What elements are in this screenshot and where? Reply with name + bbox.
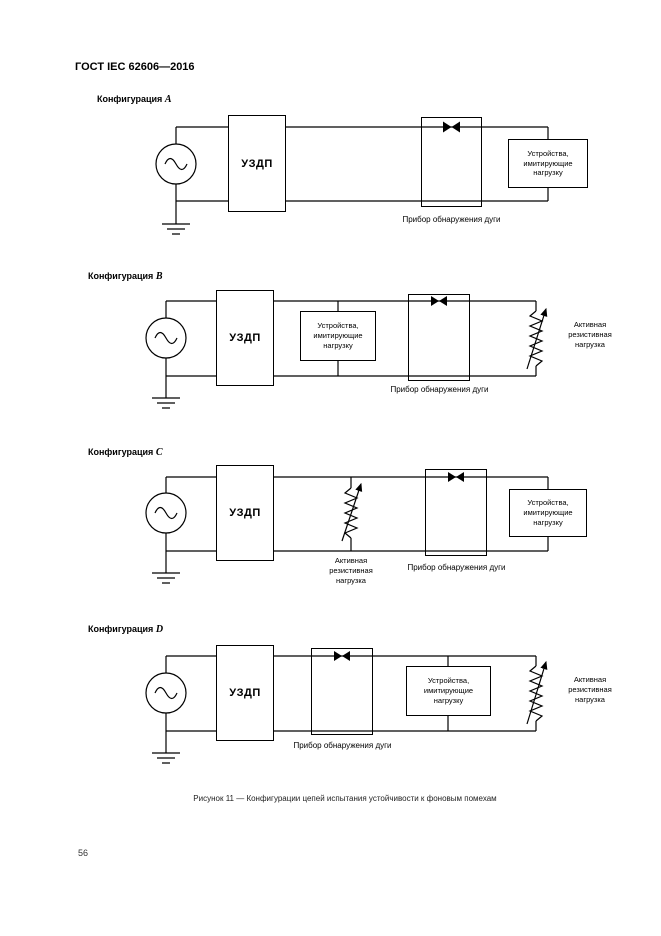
- uzdp-box: УЗДП: [228, 115, 286, 212]
- wires: [165, 476, 549, 552]
- arc-generator-icon: [448, 472, 464, 482]
- wires: [165, 655, 537, 732]
- arc-detector-frame: [311, 648, 373, 735]
- resistive-load-line: нагрузка: [575, 339, 605, 349]
- config-title-text: Конфигурация: [88, 624, 154, 634]
- resistive-load-line: резистивная: [568, 684, 612, 694]
- resistive-load-line: нагрузка: [336, 575, 366, 585]
- load-simulator-line: нагрузку: [533, 517, 563, 527]
- config-letter: B: [155, 271, 163, 282]
- uzdp-label: УЗДП: [241, 157, 273, 170]
- arc-generator-icon: [443, 121, 460, 133]
- load-simulator-line: нагрузку: [433, 695, 464, 705]
- arc-generator-icon: [334, 651, 350, 661]
- load-simulator-line: имитирующие: [523, 158, 573, 168]
- config-letter: D: [155, 624, 164, 635]
- load-simulator-line: Устройства,: [527, 498, 569, 508]
- resistive-load-line: Активная: [573, 675, 607, 684]
- config-b-circuit: [145, 296, 548, 409]
- ground-icon: [152, 551, 180, 584]
- load-simulator-box: Устройства, имитирующие нагрузку: [300, 311, 376, 361]
- ac-source-icon: [145, 492, 187, 534]
- load-simulator-box: Устройства, имитирующие нагрузку: [509, 489, 587, 537]
- load-simulator-line: Устройства,: [527, 148, 569, 158]
- arc-detector-label: Прибор обнаружения дуги: [407, 563, 506, 572]
- ground-icon: [162, 201, 190, 235]
- wires: [165, 300, 537, 377]
- arc-detector-label: Прибор обнаружения дуги: [402, 215, 501, 224]
- load-simulator-line: Устройства,: [317, 321, 359, 331]
- load-simulator-box: Устройства, имитирующие нагрузку: [406, 666, 491, 716]
- uzdp-label: УЗДП: [229, 687, 261, 699]
- config-c-circuit: [145, 472, 549, 584]
- arc-detector-frame: [425, 469, 487, 556]
- ground-icon: [152, 376, 180, 409]
- config-a-circuit: [155, 121, 549, 235]
- ground-icon: [152, 731, 180, 764]
- config-title-text: Конфигурация: [88, 447, 154, 457]
- load-simulator-line: Устройства,: [427, 676, 470, 686]
- uzdp-box: УЗДП: [216, 290, 274, 386]
- resistive-load-label: Активная резистивная нагрузка: [551, 320, 629, 349]
- figure-caption: Рисунок 11 — Конфигурации цепей испытани…: [193, 794, 497, 803]
- config-letter: A: [164, 94, 172, 105]
- resistive-load-line: Активная: [573, 320, 607, 329]
- load-simulator-line: имитирующие: [423, 686, 474, 696]
- load-simulator-line: нагрузку: [323, 340, 353, 350]
- config-title-text: Конфигурация: [88, 271, 154, 281]
- wires: [175, 126, 549, 202]
- load-simulator-line: имитирующие: [313, 331, 363, 341]
- variable-resistor-icon: [526, 660, 548, 725]
- arc-generator-icon: [431, 296, 447, 306]
- config-letter: C: [155, 447, 163, 458]
- config-c-title: Конфигурация C: [88, 447, 162, 458]
- uzdp-label: УЗДП: [229, 332, 261, 344]
- resistive-load-label: Активная резистивная нагрузка: [312, 556, 390, 585]
- variable-resistor-icon: [341, 482, 363, 542]
- resistive-load-line: нагрузка: [575, 694, 605, 704]
- uzdp-box: УЗДП: [216, 645, 274, 741]
- load-simulator-box: Устройства, имитирующие нагрузку: [508, 139, 588, 188]
- page-header: ГОСТ IEC 62606—2016: [75, 61, 195, 73]
- arc-detector-label: Прибор обнаружения дуги: [390, 385, 489, 394]
- variable-resistor-icon: [526, 307, 548, 370]
- config-b-title: Конфигурация B: [88, 271, 162, 282]
- uzdp-box: УЗДП: [216, 465, 274, 561]
- load-simulator-line: нагрузку: [533, 168, 563, 178]
- resistive-load-line: резистивная: [568, 329, 612, 339]
- page-number: 56: [78, 848, 89, 858]
- ac-source-icon: [155, 143, 197, 185]
- config-a-title: Конфигурация A: [97, 94, 171, 105]
- ac-source-icon: [145, 672, 187, 714]
- config-d-title: Конфигурация D: [88, 624, 163, 635]
- resistive-load-label: Активная резистивная нагрузка: [551, 675, 629, 704]
- arc-detector-frame: [421, 117, 482, 207]
- arc-detector-label: Прибор обнаружения дуги: [293, 741, 392, 750]
- resistive-load-line: Активная: [334, 556, 368, 565]
- config-title-text: Конфигурация: [97, 94, 163, 104]
- arc-detector-frame: [408, 294, 470, 381]
- config-d-circuit: [145, 651, 548, 764]
- ac-source-icon: [145, 317, 187, 359]
- load-simulator-line: имитирующие: [523, 508, 573, 518]
- uzdp-label: УЗДП: [229, 507, 261, 519]
- resistive-load-line: резистивная: [329, 565, 373, 575]
